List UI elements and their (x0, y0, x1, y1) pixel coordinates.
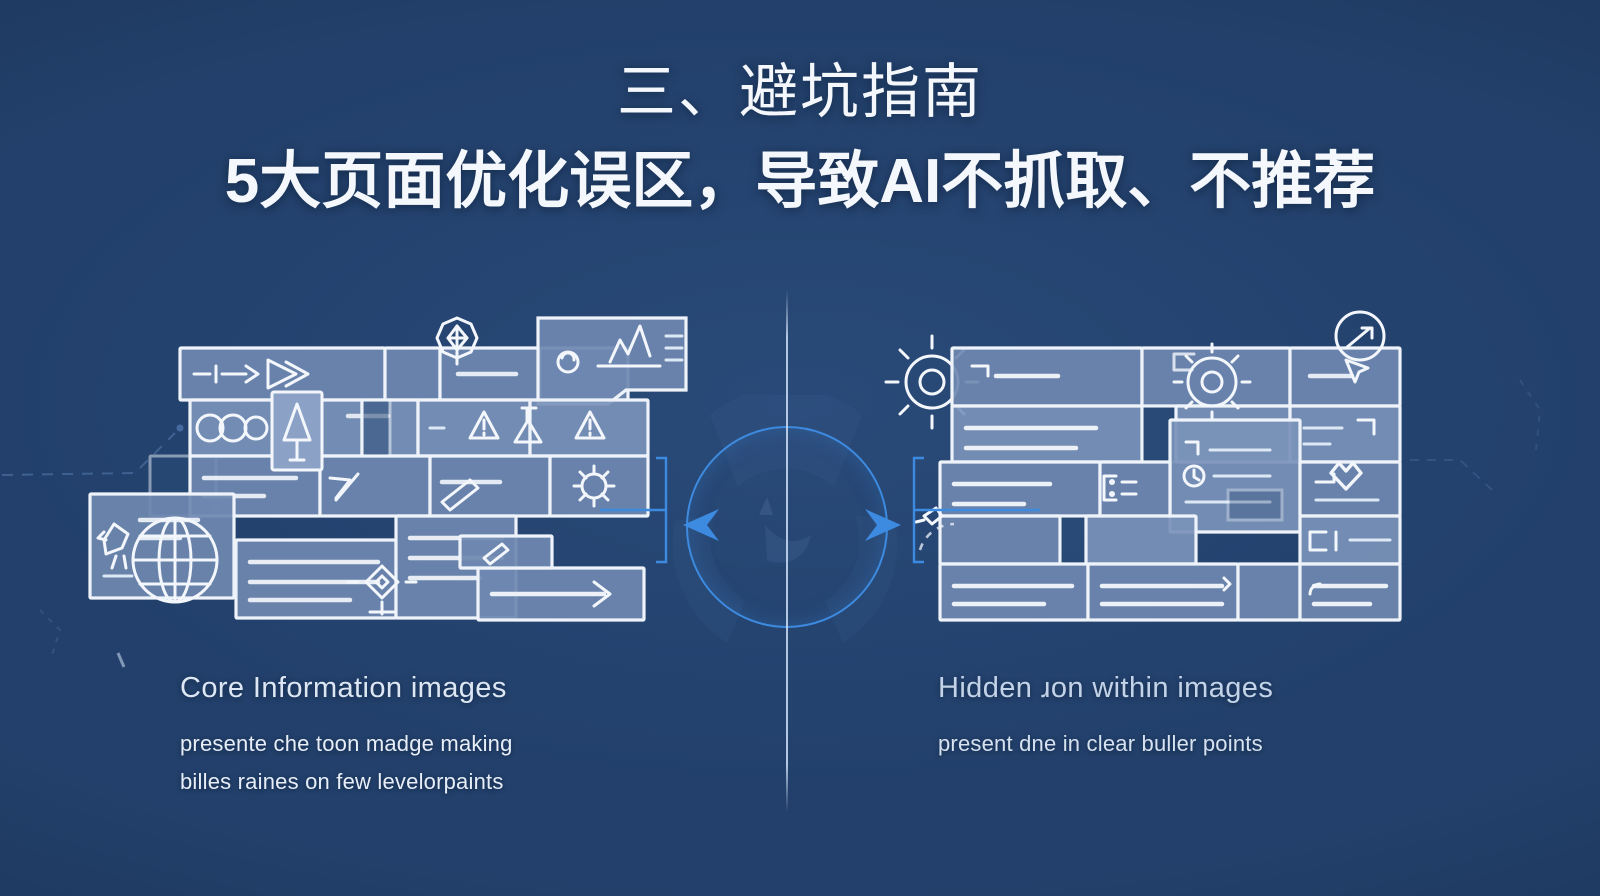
left-caption-body: presente che toon madge making billes ra… (180, 725, 700, 801)
heading-line-2: 5大页面优化误区，导致AI不抓取、不推荐 (224, 147, 1376, 217)
plug-icon (1102, 474, 1138, 502)
left-caption-line-1: presente che toon madge making (180, 731, 513, 757)
left-caption-line-2: billes raines on few levelorpaints (180, 769, 504, 795)
connector-right (912, 456, 1040, 564)
play-triangle-icon (266, 358, 310, 390)
flask-icon (513, 406, 543, 444)
dotted-path (918, 522, 955, 551)
search-circle-icon (1334, 310, 1386, 362)
compass-icon (346, 564, 418, 616)
arrow-right-icon (865, 509, 901, 541)
right-caption-body: present dne in clear buller points (938, 725, 1438, 763)
left-illustration: .pf{fill:#6f88b0;fill-opacity:.92;stroke… (88, 316, 688, 622)
center-hub (655, 395, 917, 657)
right-caption: Hidden ɹon within images present dne in … (938, 672, 1438, 763)
right-illustration: .rpf{fill:#6f88b0;fill-opacity:.92;strok… (884, 310, 1402, 622)
decorative-strokes-right (1410, 379, 1542, 491)
left-caption-title: Core Information images (180, 672, 507, 704)
connector-left (600, 456, 668, 564)
flow-arrow-icon (192, 364, 260, 384)
overlay-card (1168, 418, 1302, 534)
rings-icon (195, 413, 269, 443)
right-caption-line-1: present dne in clear buller points (938, 731, 1263, 757)
warning-triangle-icon-2 (574, 410, 606, 440)
warning-triangle-icon (468, 410, 500, 440)
globe-wireframe-icon (131, 516, 219, 604)
accent-block (360, 398, 392, 458)
gear-small-icon (1172, 342, 1252, 422)
chart-card (536, 316, 688, 406)
arrow-card (458, 534, 646, 622)
slide-heading: 三、避坑指南 5大页面优化误区，导致AI不抓取、不推荐 (0, 59, 1600, 217)
edit-pencil-icon-2 (482, 542, 510, 566)
bracket-icon (1308, 530, 1392, 552)
edit-pencil-icon (440, 478, 480, 512)
gear-icon (572, 464, 616, 508)
check-path-icon (328, 472, 360, 502)
arrow-left-icon (683, 509, 719, 541)
globe-card (88, 492, 236, 600)
right-caption-title: Hidden ɹon within images (938, 672, 1274, 704)
heading-line-1: 三、避坑指南 (616, 59, 983, 125)
bird-icon (96, 522, 130, 570)
left-caption: Core Information images presente che too… (180, 672, 700, 801)
cone-icon (270, 390, 324, 472)
center-divider (786, 290, 788, 812)
badge-gem-icon (435, 316, 479, 366)
